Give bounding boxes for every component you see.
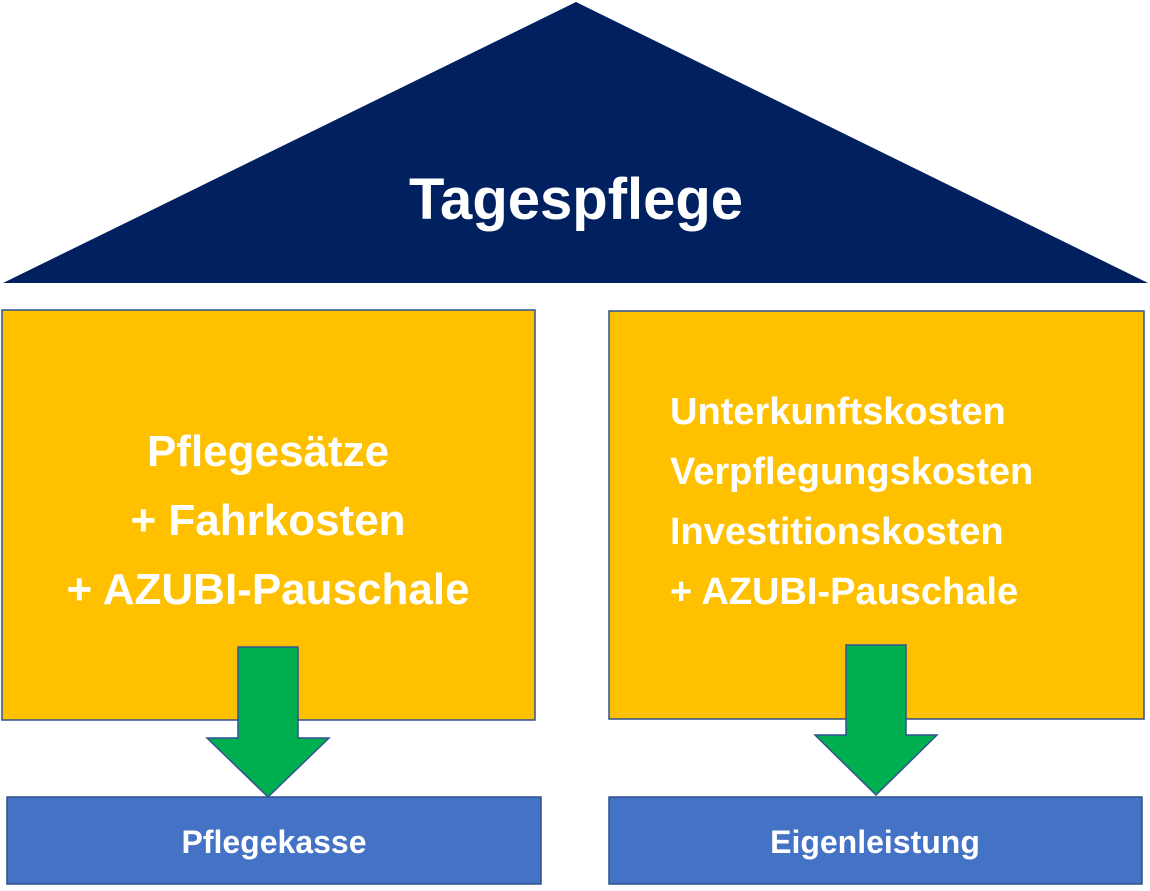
right-box-line: Unterkunftskosten (670, 391, 1006, 433)
right-target-box: Eigenleistung (608, 796, 1143, 885)
right-down-arrow-icon (813, 644, 939, 797)
left-box-line: + AZUBI-Pauschale (66, 565, 469, 614)
right-box-line: + AZUBI-Pauschale (670, 571, 1018, 613)
left-down-arrow-icon (205, 646, 331, 799)
right-box: Unterkunftskosten Verpflegungskosten Inv… (608, 310, 1145, 720)
roof-title: Tagespflege (409, 167, 743, 232)
left-box-line: + Fahrkosten (130, 496, 405, 545)
right-box-line: Investitionskosten (670, 511, 1004, 553)
right-target-label: Eigenleistung (770, 824, 980, 860)
right-box-line: Verpflegungskosten (670, 451, 1033, 493)
left-target-box: Pflegekasse (6, 796, 542, 885)
roof-triangle (3, 2, 1148, 283)
left-target-label: Pflegekasse (181, 824, 366, 860)
roof: Tagespflege (3, 2, 1148, 283)
left-box-line: Pflegesätze (147, 427, 389, 476)
